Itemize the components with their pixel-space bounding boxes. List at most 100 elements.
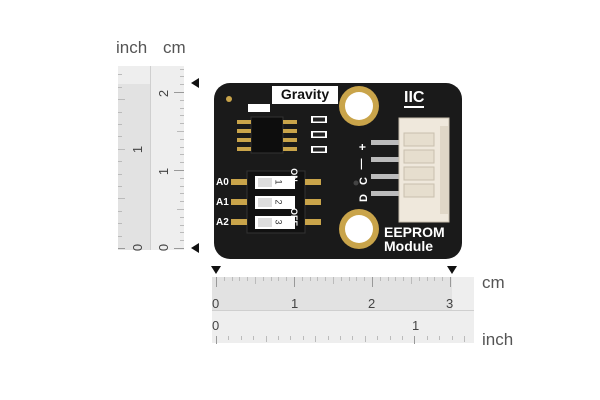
vertical-cm-tick-mark (180, 193, 184, 195)
address-label-a2: A2 (216, 217, 229, 228)
vertical-cm-tick-mark (180, 99, 184, 101)
pin-label-vcc: + (355, 143, 370, 151)
ruler-unit-cm-horizontal: cm (482, 273, 505, 292)
via-dot (353, 180, 359, 186)
mounting-hole-bottom (339, 209, 379, 249)
horizontal-inch-tick-mark (240, 336, 242, 340)
horizontal-inch-tick-mark (327, 336, 329, 340)
horizontal-inch-tick-mark (265, 336, 267, 342)
vertical-inch-tick-mark (118, 136, 122, 138)
vertical-cm-tick-mark (180, 107, 184, 109)
vertical-ruler-divider (150, 66, 151, 250)
address-label-a1: A1 (216, 197, 229, 208)
vertical-cm-tick-mark (180, 84, 184, 86)
horizontal-cm-tick-mark (309, 277, 311, 281)
vertical-cm-tick-mark (180, 123, 184, 125)
vertical-ruler-marker-bottom (191, 243, 199, 253)
horizontal-cm-tick-mark (379, 277, 381, 281)
vertical-inch-tick-mark (118, 210, 122, 212)
board-name-line2: Module (384, 238, 433, 254)
horizontal-inch-tick-mark (439, 336, 441, 340)
horizontal-inch-tick-mark (426, 336, 428, 340)
horizontal-inch-tick-mark (389, 336, 391, 340)
horizontal-inch-tick-mark (364, 336, 366, 342)
vertical-ruler (118, 66, 184, 250)
vertical-inch-tick-mark (118, 161, 122, 163)
resistor-array (311, 116, 327, 153)
horizontal-inch-tick-mark (451, 336, 453, 340)
horizontal-inch-tick-0: 0 (212, 318, 220, 333)
vertical-cm-tick-mark (180, 76, 184, 78)
vertical-inch-tick-mark (118, 99, 125, 101)
horizontal-inch-tick-mark (414, 336, 416, 344)
horizontal-cm-tick-mark (317, 277, 319, 281)
vertical-cm-tick-mark (180, 162, 184, 164)
horizontal-cm-tick-0: 0 (212, 296, 220, 311)
vertical-cm-tick-mark (177, 209, 184, 210)
vertical-inch-tick-mark (118, 74, 122, 76)
horizontal-cm-tick-mark (216, 277, 217, 287)
gravity-label-box (272, 86, 338, 104)
vertical-cm-tick-mark (180, 115, 184, 117)
vertical-cm-tick-mark (180, 224, 184, 226)
vertical-ruler-strip (118, 84, 150, 250)
horizontal-cm-tick-mark (278, 277, 280, 281)
horizontal-cm-tick-mark (348, 277, 350, 281)
vertical-inch-tick-mark (118, 86, 122, 88)
horizontal-cm-tick-mark (426, 277, 428, 281)
horizontal-cm-tick-1: 1 (291, 296, 299, 311)
horizontal-inch-tick-mark (352, 336, 354, 340)
horizontal-cm-tick-mark (239, 277, 241, 281)
vertical-inch-tick-mark (118, 124, 122, 125)
switch-off-label: OFF (289, 208, 299, 226)
vertical-cm-tick-mark (180, 68, 184, 70)
vertical-cm-tick-mark (180, 154, 184, 156)
vertical-inch-tick-mark (118, 198, 125, 200)
pin-label-gnd: — (355, 158, 368, 170)
horizontal-cm-tick-mark (442, 277, 444, 281)
horizontal-cm-tick-mark (262, 277, 264, 281)
horizontal-cm-tick-mark (411, 277, 412, 284)
vertical-cm-tick-mark (174, 248, 184, 249)
horizontal-inch-tick-mark (402, 336, 403, 340)
board-brand-label: Gravity (280, 86, 330, 102)
horizontal-inch-tick-mark (290, 336, 292, 340)
ruler-unit-cm-vertical: cm (163, 38, 186, 57)
vertical-inch-tick-mark (118, 111, 122, 113)
horizontal-cm-tick-2: 2 (368, 296, 376, 311)
horizontal-cm-tick-mark (395, 277, 397, 281)
switch-number-2: 2 (273, 199, 284, 205)
horizontal-cm-tick-mark (372, 277, 373, 287)
jst-connector (398, 117, 450, 223)
horizontal-cm-tick-mark (325, 277, 327, 281)
vertical-ruler-marker-top (191, 78, 199, 88)
ruler-unit-inch-vertical: inch (116, 38, 148, 57)
vertical-cm-tick-mark (180, 177, 184, 179)
horizontal-cm-tick-mark (247, 277, 249, 281)
vertical-inch-tick-mark (118, 173, 122, 175)
horizontal-inch-tick-mark (315, 336, 317, 342)
horizontal-inch-tick-1: 1 (412, 318, 420, 333)
vertical-cm-tick-mark (180, 240, 184, 242)
horizontal-cm-tick-mark (294, 277, 295, 287)
vertical-inch-tick-mark (118, 223, 122, 225)
horizontal-inch-tick-mark (302, 336, 304, 340)
mounting-hole-top (339, 86, 379, 126)
horizontal-inch-tick-mark (340, 336, 341, 340)
horizontal-cm-tick-mark (434, 277, 436, 281)
horizontal-cm-tick-mark (223, 277, 225, 281)
horizontal-inch-tick-mark (253, 336, 255, 340)
horizontal-cm-tick-mark (301, 277, 303, 281)
dip-switch (231, 170, 321, 234)
horizontal-cm-tick-mark (286, 277, 288, 281)
vertical-cm-tick-mark (174, 92, 184, 93)
switch-number-3: 3 (273, 219, 284, 225)
vertical-cm-tick-mark (180, 201, 184, 203)
board-name-line1: EEPROM (384, 224, 445, 240)
horizontal-inch-tick-mark (216, 336, 217, 344)
vertical-cm-tick-mark (180, 232, 184, 234)
vertical-cm-tick-mark (180, 138, 184, 140)
board-marker-dot (226, 96, 232, 102)
horizontal-cm-tick-mark (333, 277, 334, 284)
